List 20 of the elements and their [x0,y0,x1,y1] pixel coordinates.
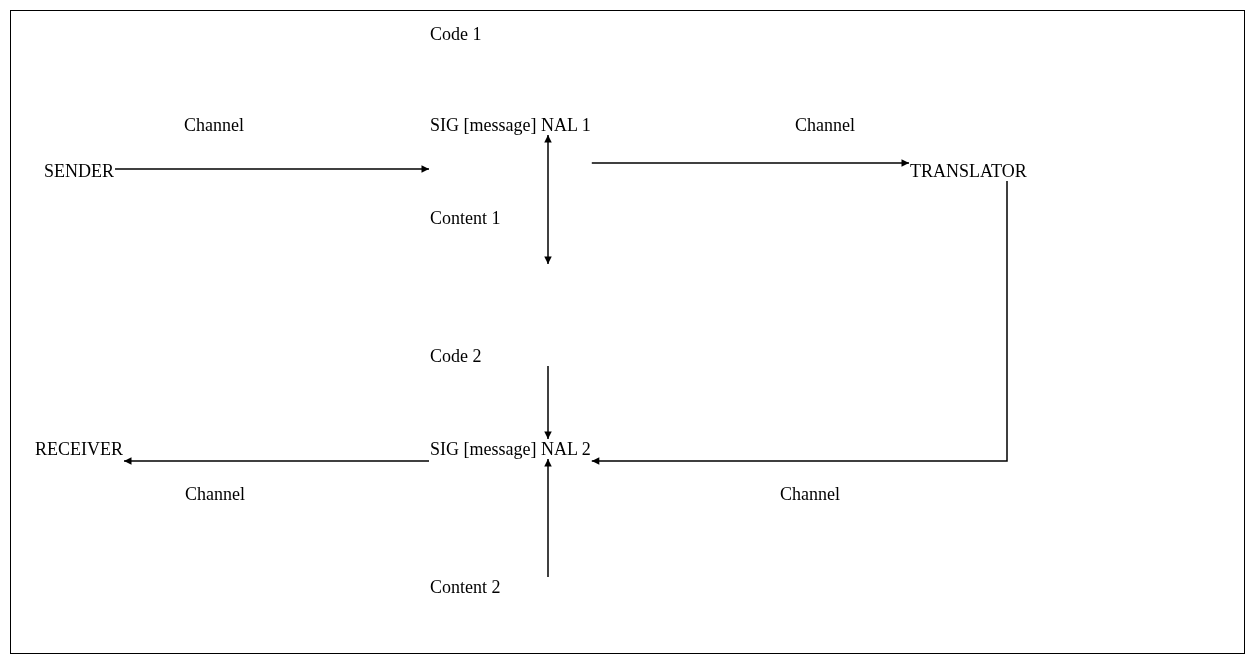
node-label: SIG [message] NAL 1 [430,116,591,134]
node-label: Content 2 [430,578,501,596]
edge-label: Channel [184,116,244,134]
edge-label: Channel [795,116,855,134]
node-label: Code 2 [430,347,482,365]
node-label: RECEIVER [35,440,123,458]
text-label: Code 1 [430,25,482,43]
arrow [544,134,552,265]
edge-label: Content 1 [430,209,501,227]
node-label: SENDER [44,162,114,180]
node-label: SIG [message] NAL 2 [430,440,591,458]
edge-label: Channel [185,485,245,503]
arrow [591,180,1008,465]
edge-label: Channel [780,485,840,503]
arrow [544,458,552,578]
arrow [591,159,910,167]
arrow [544,365,552,440]
node-label: TRANSLATOR [910,162,1027,180]
arrow [114,165,430,173]
arrow [123,457,430,465]
